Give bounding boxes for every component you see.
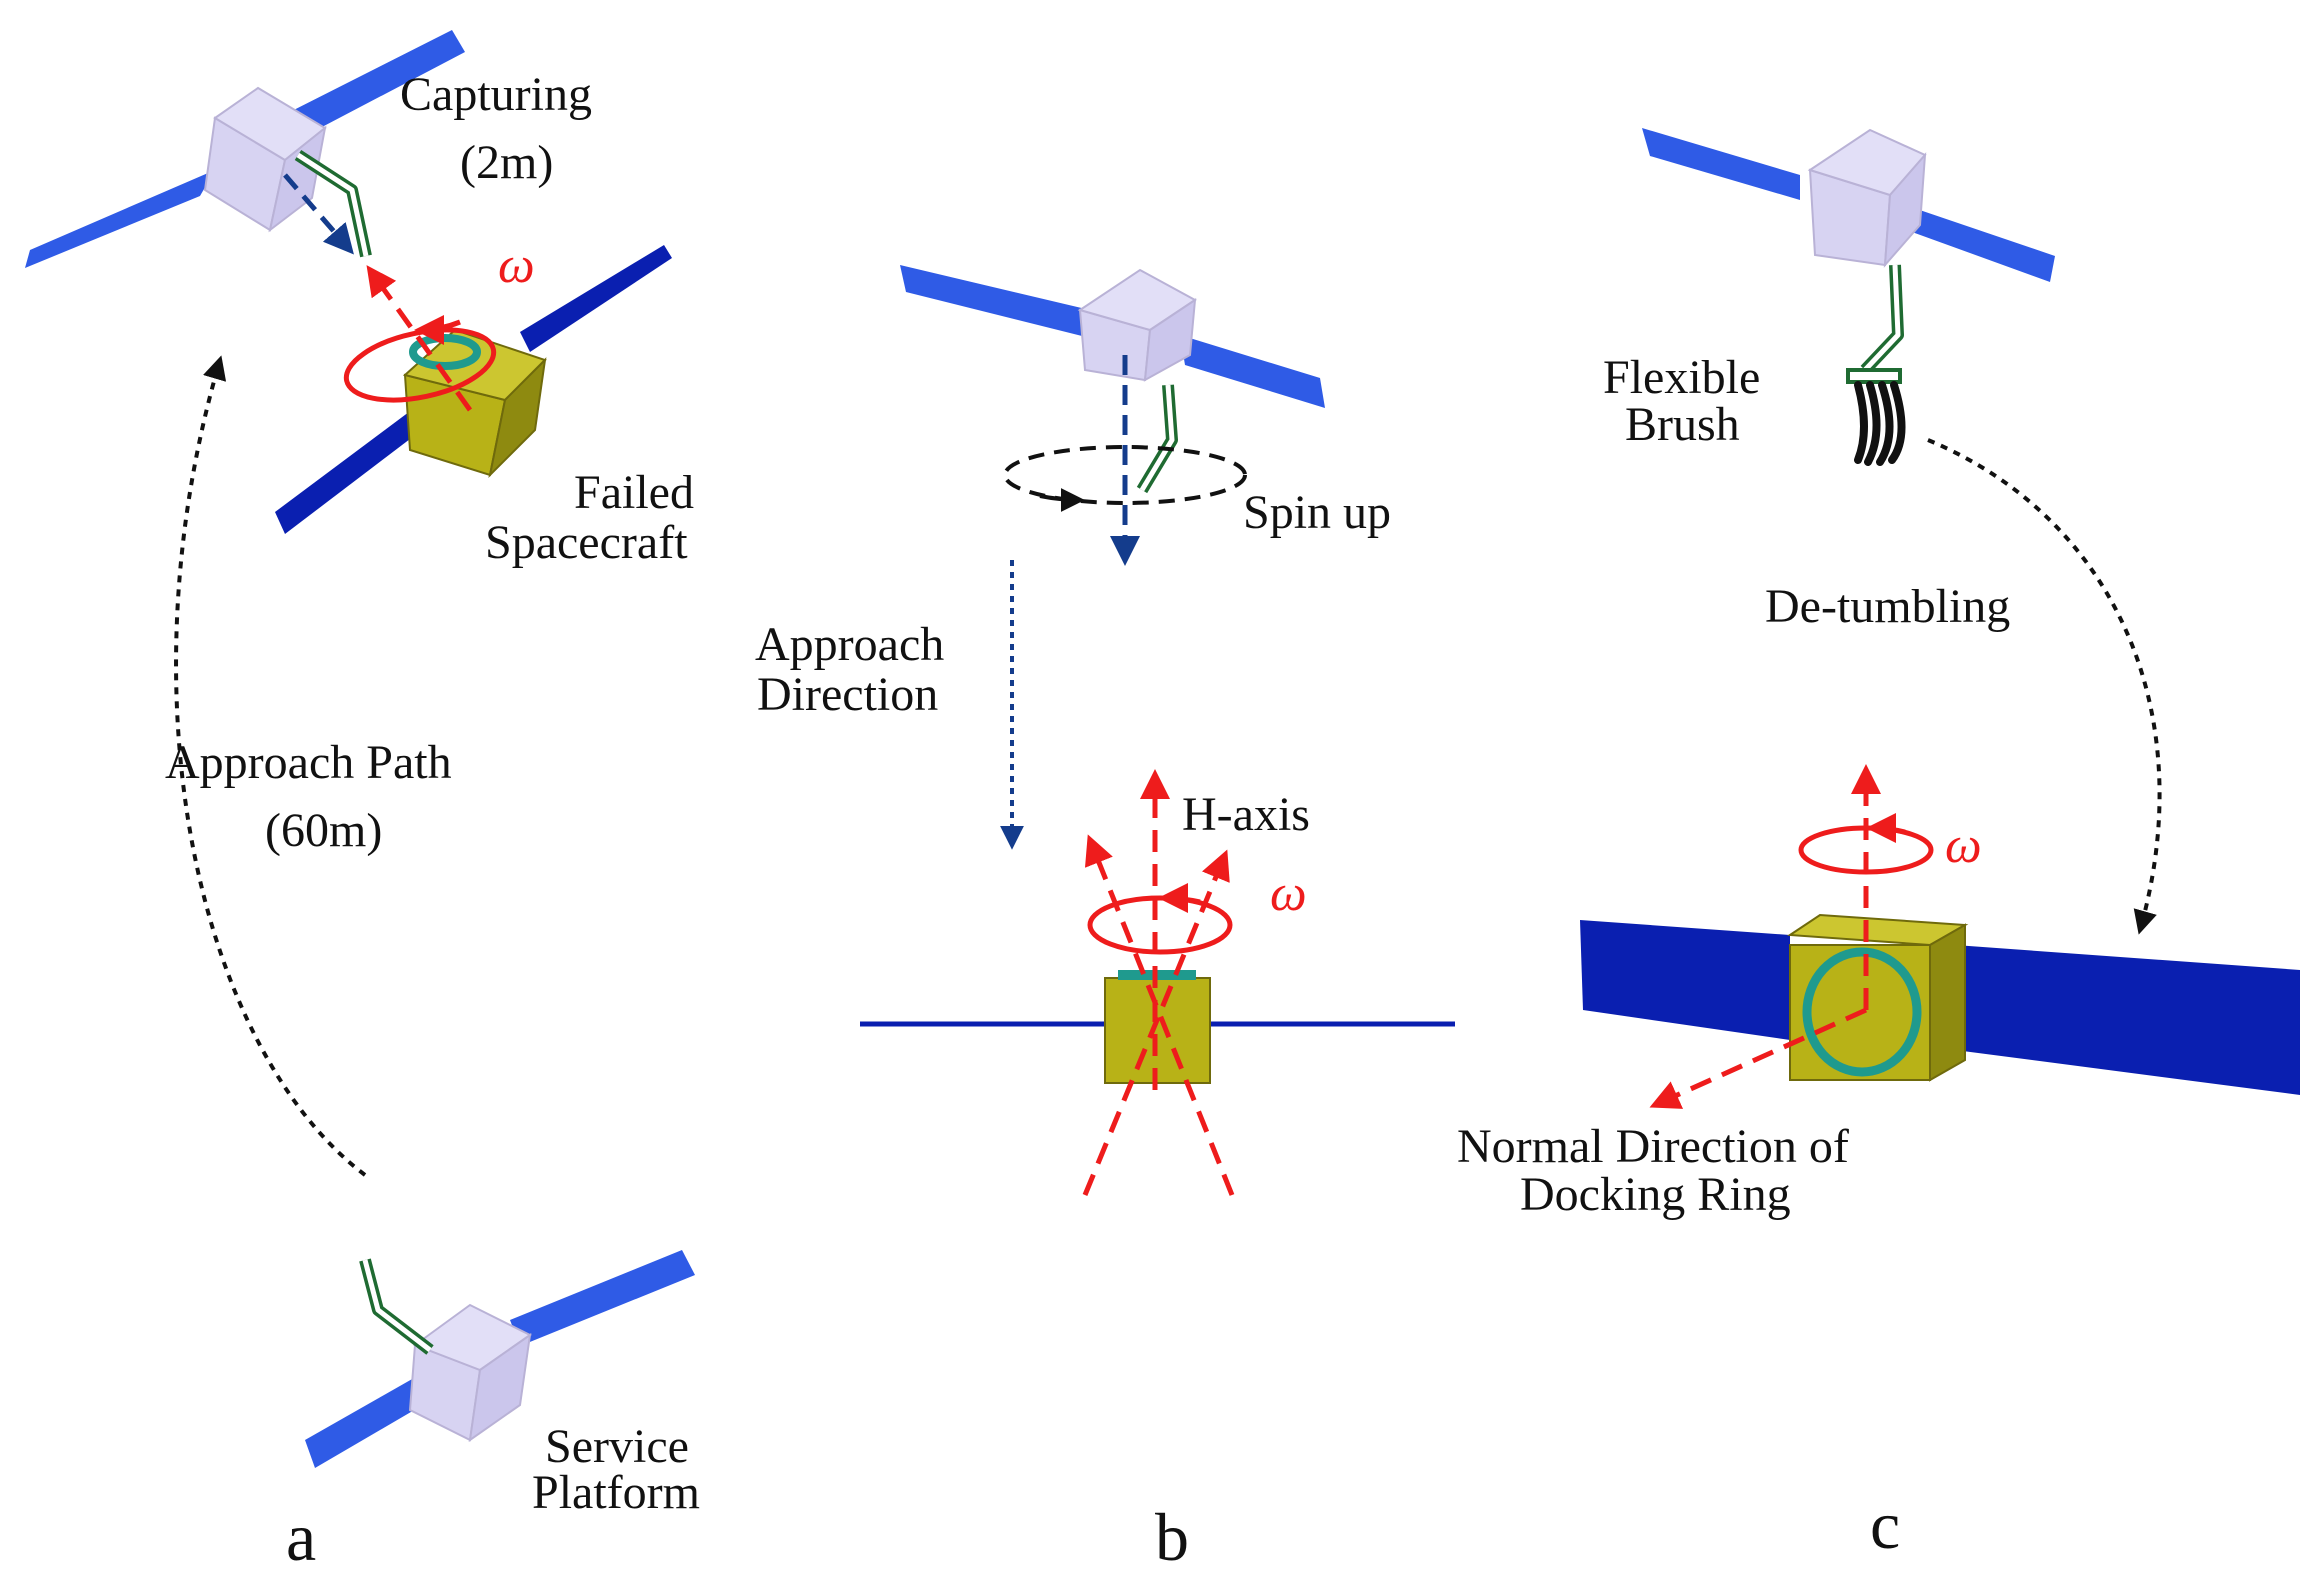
capture-arrow xyxy=(283,173,354,255)
spin-direction-arrow xyxy=(1039,487,1085,512)
target-c-bus-side xyxy=(1929,923,1966,1082)
angular-velocity-rotation-arrow xyxy=(1866,813,1906,844)
rotation-arrow xyxy=(414,314,461,345)
service-platform-label-line2: Platform xyxy=(532,1466,700,1519)
de-tumbling-label: De-tumbling xyxy=(1765,580,2010,633)
service-platform-label-line1: Service xyxy=(545,1420,689,1473)
brush-bristle-4 xyxy=(1888,381,1906,464)
brush-bristle-3 xyxy=(1876,381,1894,466)
tumble-axis-left xyxy=(1084,834,1235,1196)
service-robot-arm-highlight xyxy=(362,1259,432,1352)
robot-arm-highlight xyxy=(296,152,369,257)
target-c-docking-ring xyxy=(1802,947,1922,1077)
capturing-spacecraft xyxy=(25,30,465,268)
spin-panel-right xyxy=(1180,335,1325,408)
target-spacecraft-c xyxy=(1580,764,2300,1109)
panel-label-b: b xyxy=(1155,1499,1189,1575)
omega-symbol-a: ω xyxy=(498,237,535,294)
solar-panel-right xyxy=(270,30,465,148)
service-panel-right xyxy=(510,1250,695,1346)
tumble-ellipse xyxy=(1087,895,1233,955)
normal-direction-label-line1: Normal Direction of xyxy=(1457,1120,1849,1173)
failed-spacecraft-label-line1: Failed xyxy=(574,466,694,519)
panel-b: Spin up Approach Direction H-axis ω b xyxy=(755,265,1455,1575)
angular-velocity-ellipse xyxy=(1798,825,1934,875)
failed-panel-left xyxy=(275,400,435,534)
target-c-panel-right xyxy=(1955,945,2300,1095)
detumbling-spacecraft xyxy=(1642,128,2055,466)
approach-path-label-line2: (60m) xyxy=(265,804,382,857)
panel-label-a: a xyxy=(286,1499,316,1575)
flexible-brush xyxy=(1854,381,1906,466)
panel-label-c: c xyxy=(1870,1487,1900,1563)
normal-direction-label-line2: Docking Ring xyxy=(1520,1168,1791,1221)
service-platform xyxy=(305,1250,695,1468)
approach-path-arrow xyxy=(174,355,367,1177)
failed-spacecraft-label-line2: Spacecraft xyxy=(485,516,688,569)
spin-bus-side xyxy=(1143,298,1197,382)
target-bus xyxy=(1104,977,1211,1084)
brush-bristle-1 xyxy=(1854,381,1868,464)
de-tumbling-arrow xyxy=(1927,438,2162,935)
detumble-robot-arm-highlight xyxy=(1863,264,1901,372)
target-c-panel-left xyxy=(1580,920,1790,1040)
detumble-bus-side xyxy=(1883,152,1927,268)
solar-panel-left xyxy=(25,170,215,268)
ring-normal-arrow xyxy=(1649,1007,1868,1109)
flexible-brush-label-line2: Brush xyxy=(1625,398,1740,451)
failed-spacecraft xyxy=(275,245,672,534)
capturing-label-line2: (2m) xyxy=(460,136,553,189)
failed-panel-right xyxy=(520,245,672,352)
spin-robot-arm-highlight xyxy=(1139,384,1175,492)
service-bus-side xyxy=(468,1332,532,1443)
spin-panel-left xyxy=(900,265,1090,338)
detumble-panel-left xyxy=(1642,128,1800,200)
failed-bus-side xyxy=(488,357,547,479)
target-spacecraft-b xyxy=(860,769,1455,1196)
omega-symbol-b: ω xyxy=(1270,865,1307,922)
detumble-panel-right xyxy=(1905,205,2055,282)
rotation-ellipse xyxy=(343,327,497,403)
service-panel-left xyxy=(305,1370,440,1468)
panel-c: Flexible Brush De-tumbling ω Normal Dire… xyxy=(1457,128,2300,1563)
tumble-axis-right xyxy=(1082,849,1230,1196)
panel-a: Capturing (2m) ω Failed Spacecraft Appro… xyxy=(25,30,700,1575)
approach-direction-label-line1: Approach xyxy=(755,618,944,671)
tumble-rotation-arrow xyxy=(1158,883,1201,914)
approach-direction-label-line2: Direction xyxy=(757,668,938,721)
brush-bristle-2 xyxy=(1864,381,1881,466)
approach-path-label-line1: Approach Path xyxy=(165,736,452,789)
h-axis-label: H-axis xyxy=(1182,788,1310,841)
bus-side-face xyxy=(268,125,327,233)
capturing-label-line1: Capturing xyxy=(400,68,592,121)
docking-ring xyxy=(409,334,481,370)
brush-holder xyxy=(1846,368,1902,384)
omega-symbol-c: ω xyxy=(1945,817,1982,874)
spin-up-label: Spin up xyxy=(1243,486,1391,539)
flexible-brush-label-line1: Flexible xyxy=(1603,351,1760,404)
spinning-spacecraft xyxy=(900,265,1325,566)
spin-ellipse xyxy=(1003,445,1247,505)
